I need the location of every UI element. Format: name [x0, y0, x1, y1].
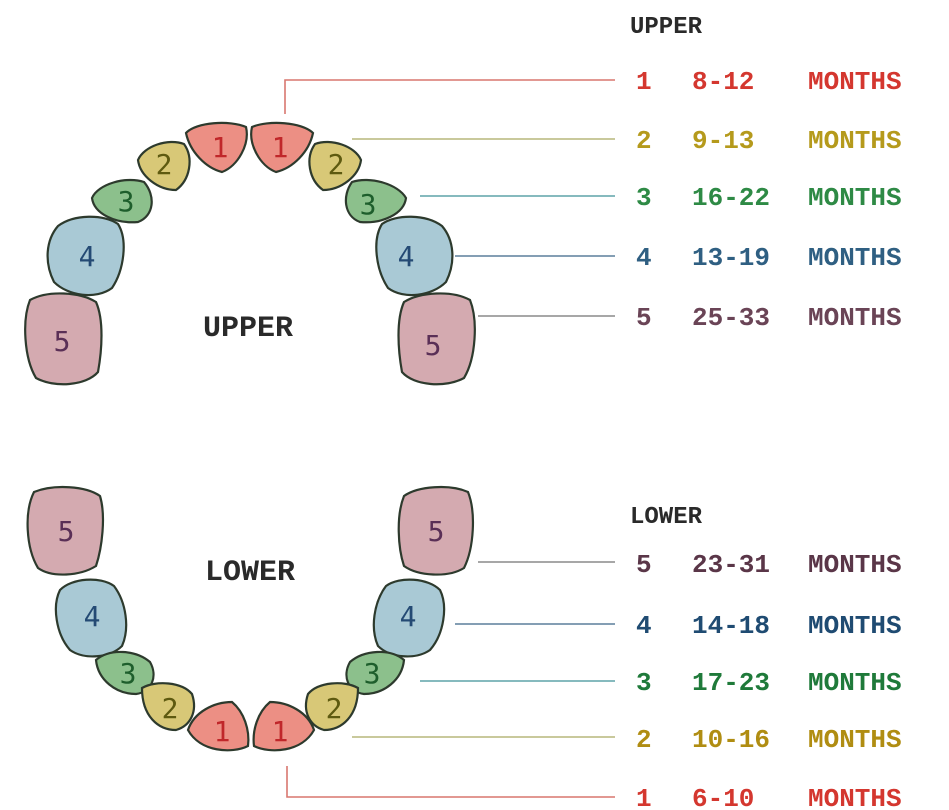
- upper-legend-unit: MONTHS: [808, 243, 902, 273]
- lower-legend-range: 14-18: [692, 611, 770, 641]
- lower-teeth: 5 5 4 4 3 3: [28, 487, 473, 750]
- lower-tooth-lateral-left: 2: [142, 683, 194, 730]
- upper-legend-range: 16-22: [692, 183, 770, 213]
- upper-tooth-central-left: 1: [186, 123, 247, 172]
- svg-text:2: 2: [328, 148, 345, 181]
- lower-tooth-molar2-left: 5: [28, 487, 103, 575]
- upper-tooth-molar2-left: 5: [25, 293, 101, 384]
- upper-tooth-molar2-right: 5: [399, 293, 475, 384]
- svg-text:1: 1: [272, 131, 289, 164]
- upper-legend-range: 9-13: [692, 126, 754, 156]
- upper-legend-range: 25-33: [692, 303, 770, 333]
- lower-tooth-lateral-right: 2: [306, 683, 358, 730]
- upper-legend-row: 1 8-12 MONTHS: [636, 67, 902, 97]
- upper-tooth-molar1-right: 4: [376, 217, 452, 295]
- svg-text:4: 4: [84, 600, 101, 633]
- upper-legend-num: 3: [636, 183, 652, 213]
- lower-legend-unit: MONTHS: [808, 725, 902, 755]
- upper-legend-row: 3 16-22 MONTHS: [636, 183, 902, 213]
- upper-legend-unit: MONTHS: [808, 126, 902, 156]
- lower-legend-num: 2: [636, 725, 652, 755]
- lower-tooth-molar1-left: 4: [56, 580, 126, 657]
- svg-text:3: 3: [360, 188, 377, 221]
- svg-text:5: 5: [425, 329, 442, 362]
- svg-text:2: 2: [156, 148, 173, 181]
- lower-legend-row: 1 6-10 MONTHS: [636, 784, 902, 810]
- lower-legend-range: 10-16: [692, 725, 770, 755]
- svg-text:5: 5: [54, 325, 71, 358]
- upper-legend-title: UPPER: [630, 14, 703, 41]
- lower-arch-label: LOWER: [205, 556, 295, 590]
- svg-text:3: 3: [364, 657, 381, 690]
- lower-legend-range: 6-10: [692, 784, 754, 810]
- upper-legend-unit: MONTHS: [808, 67, 902, 97]
- upper-legend-row: 2 9-13 MONTHS: [636, 126, 902, 156]
- lower-tooth-molar2-right: 5: [399, 487, 473, 575]
- upper-arch: 1 1 2 2 3 3: [25, 80, 615, 384]
- upper-legend-range: 8-12: [692, 67, 754, 97]
- lower-legend-row: 4 14-18 MONTHS: [636, 611, 902, 641]
- upper-line-1: [285, 80, 615, 114]
- lower-legend-unit: MONTHS: [808, 784, 902, 810]
- lower-legend-row: 2 10-16 MONTHS: [636, 725, 902, 755]
- upper-legend: UPPER 1 8-12 MONTHS 2 9-13 MONTHS 3 16-2…: [630, 14, 902, 333]
- lower-legend-title: LOWER: [630, 504, 703, 531]
- svg-text:1: 1: [272, 715, 289, 748]
- lower-legend-num: 4: [636, 611, 652, 641]
- upper-leader-lines: [285, 80, 615, 316]
- upper-legend-num: 1: [636, 67, 652, 97]
- svg-text:5: 5: [428, 515, 445, 548]
- upper-legend-num: 2: [636, 126, 652, 156]
- lower-legend-unit: MONTHS: [808, 611, 902, 641]
- upper-tooth-central-right: 1: [251, 123, 313, 172]
- upper-tooth-molar1-left: 4: [48, 217, 124, 295]
- lower-tooth-molar1-right: 4: [374, 580, 444, 657]
- svg-text:2: 2: [326, 692, 343, 725]
- lower-legend-unit: MONTHS: [808, 550, 902, 580]
- upper-tooth-canine-right: 3: [346, 180, 406, 222]
- upper-legend-row: 5 25-33 MONTHS: [636, 303, 902, 333]
- svg-text:5: 5: [58, 515, 75, 548]
- svg-text:2: 2: [162, 692, 179, 725]
- svg-text:4: 4: [400, 600, 417, 633]
- lower-tooth-central-left: 1: [188, 702, 248, 750]
- lower-tooth-central-right: 1: [254, 702, 314, 750]
- svg-text:1: 1: [214, 715, 231, 748]
- lower-legend-range: 17-23: [692, 668, 770, 698]
- lower-legend-row: 3 17-23 MONTHS: [636, 668, 902, 698]
- upper-legend-range: 13-19: [692, 243, 770, 273]
- upper-legend-unit: MONTHS: [808, 183, 902, 213]
- upper-tooth-canine-left: 3: [92, 180, 152, 222]
- svg-text:4: 4: [398, 240, 415, 273]
- upper-legend-unit: MONTHS: [808, 303, 902, 333]
- upper-legend-num: 4: [636, 243, 652, 273]
- lower-legend-num: 3: [636, 668, 652, 698]
- lower-legend-range: 23-31: [692, 550, 770, 580]
- lower-legend-num: 5: [636, 550, 652, 580]
- lower-arch: 5 5 4 4 3 3: [28, 487, 615, 797]
- lower-legend-num: 1: [636, 784, 652, 810]
- upper-legend-row: 4 13-19 MONTHS: [636, 243, 902, 273]
- svg-text:3: 3: [120, 657, 137, 690]
- lower-legend: LOWER 5 23-31 MONTHS 4 14-18 MONTHS 3 17…: [630, 504, 902, 810]
- upper-legend-num: 5: [636, 303, 652, 333]
- svg-text:4: 4: [79, 240, 96, 273]
- svg-text:3: 3: [118, 185, 135, 218]
- svg-text:1: 1: [212, 131, 229, 164]
- upper-arch-label: UPPER: [203, 312, 293, 346]
- lower-legend-row: 5 23-31 MONTHS: [636, 550, 902, 580]
- lower-leader-lines: [287, 562, 615, 797]
- lower-legend-unit: MONTHS: [808, 668, 902, 698]
- lower-line-1: [287, 766, 615, 797]
